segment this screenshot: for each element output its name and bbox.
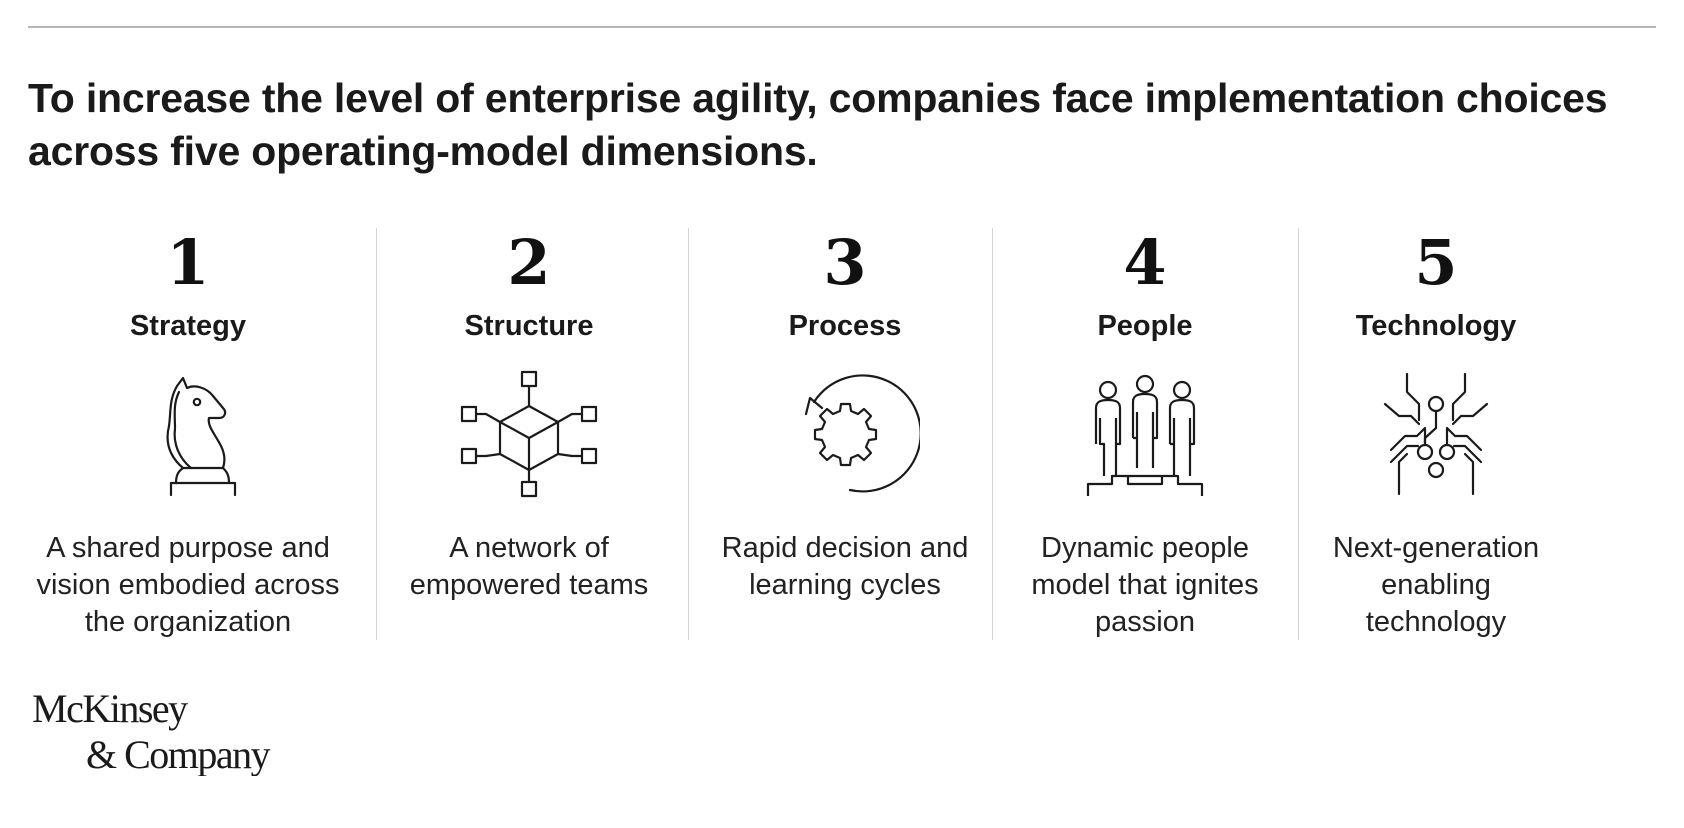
people-podium-icon [1070, 364, 1220, 504]
dimension-process: 3 Process Rapid decision and learning cy… [700, 228, 990, 640]
dimension-number: 3 [823, 226, 867, 299]
dimension-title: Structure [464, 310, 594, 342]
column-divider [1298, 228, 1299, 640]
headline: To increase the level of enterprise agil… [28, 75, 1608, 174]
dimensions-row: 1 Strategy A shared purpose and vision e… [28, 228, 1656, 640]
network-cube-icon [454, 364, 604, 504]
dimension-number: 1 [166, 226, 210, 299]
dimension-structure: 2 Structure A n [384, 228, 674, 640]
dimension-technology: 5 Technology Ne [1308, 228, 1564, 640]
dimension-number: 5 [1414, 226, 1458, 299]
circuit-icon [1361, 364, 1511, 504]
dimension-strategy: 1 Strategy A shared purpose and vision e… [28, 228, 348, 640]
dimension-number: 4 [1123, 226, 1167, 299]
dimension-description: A network of empowered teams [409, 532, 649, 601]
dimension-title: Technology [1355, 310, 1517, 342]
top-rule [28, 26, 1656, 28]
dimension-number: 2 [507, 226, 551, 299]
logo-line-1: McKinsey [32, 686, 188, 731]
mckinsey-logo: McKinsey & Company [32, 686, 332, 776]
column-divider [376, 228, 377, 640]
chess-knight-icon [113, 364, 263, 504]
gear-cycle-icon [770, 364, 920, 504]
dimension-title: People [1097, 310, 1193, 342]
logo-line-2: & Company [86, 732, 271, 776]
dimension-description: A shared purpose and vision embodied acr… [36, 532, 340, 638]
column-divider [992, 228, 993, 640]
dimension-title: Strategy [129, 310, 247, 342]
column-divider [688, 228, 689, 640]
dimension-description: Rapid decision and learning cycles [721, 532, 969, 601]
dimension-people: 4 People Dynamic people model that ignit… [1000, 228, 1290, 640]
dimension-description: Dynamic people model that ignites passio… [1031, 532, 1259, 638]
dimension-description: Next-generation enabling technology [1332, 532, 1540, 638]
dimension-title: Process [788, 310, 902, 342]
